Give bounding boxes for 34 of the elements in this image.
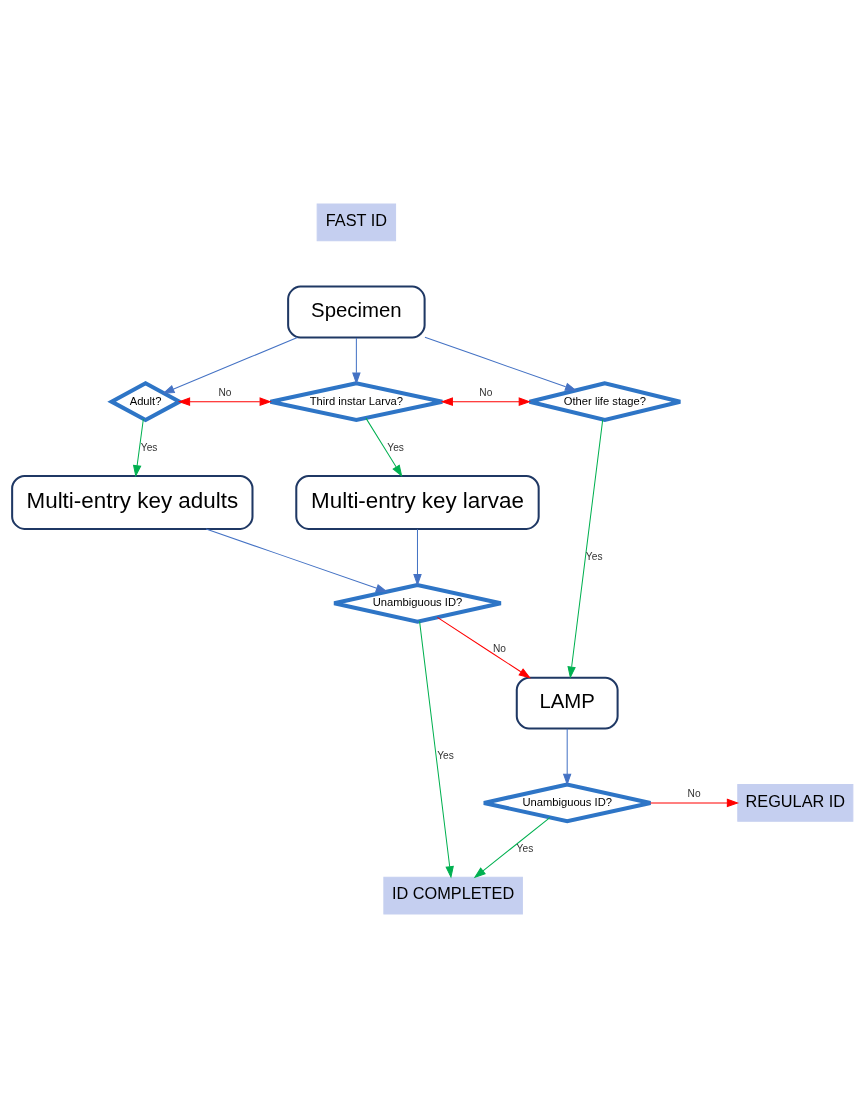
arrow [424, 336, 578, 391]
edge-label: Yes [140, 441, 158, 453]
arrow [162, 337, 298, 394]
arrow [440, 397, 531, 406]
node-diamond: Adult? [107, 381, 184, 423]
arrow [205, 528, 389, 593]
arrow [567, 419, 604, 679]
arrow [436, 616, 531, 679]
arrow [419, 620, 454, 879]
node-box: Specimen [287, 285, 426, 339]
node-box: ID COMPLETED [383, 876, 523, 915]
edge-label: Yes [387, 441, 404, 453]
edge-label: No [479, 386, 493, 398]
node-diamond: Third instar Larva? [268, 381, 445, 423]
edge-label: No [687, 787, 701, 799]
arrow [352, 337, 361, 385]
node-diamond: Unambiguous ID? [481, 782, 653, 824]
arrow [650, 798, 740, 808]
arrow [132, 418, 144, 478]
edge-label: Yes [585, 550, 603, 562]
node-box: Multi-entry key adults [11, 475, 254, 530]
node-box: FAST ID [316, 203, 397, 242]
edge-label: No [492, 643, 506, 655]
edge-label: Yes [437, 750, 454, 762]
arrow [562, 728, 572, 786]
arrow [413, 528, 422, 587]
arrow [365, 417, 403, 478]
node-box: LAMP [515, 676, 619, 730]
edge-label: Yes [516, 842, 534, 854]
edge-label: No [218, 386, 232, 398]
node-box: Multi-entry key larvae [295, 475, 540, 530]
arrow [473, 817, 551, 879]
node-box: REGULAR ID [737, 784, 854, 822]
arrow [177, 397, 272, 406]
